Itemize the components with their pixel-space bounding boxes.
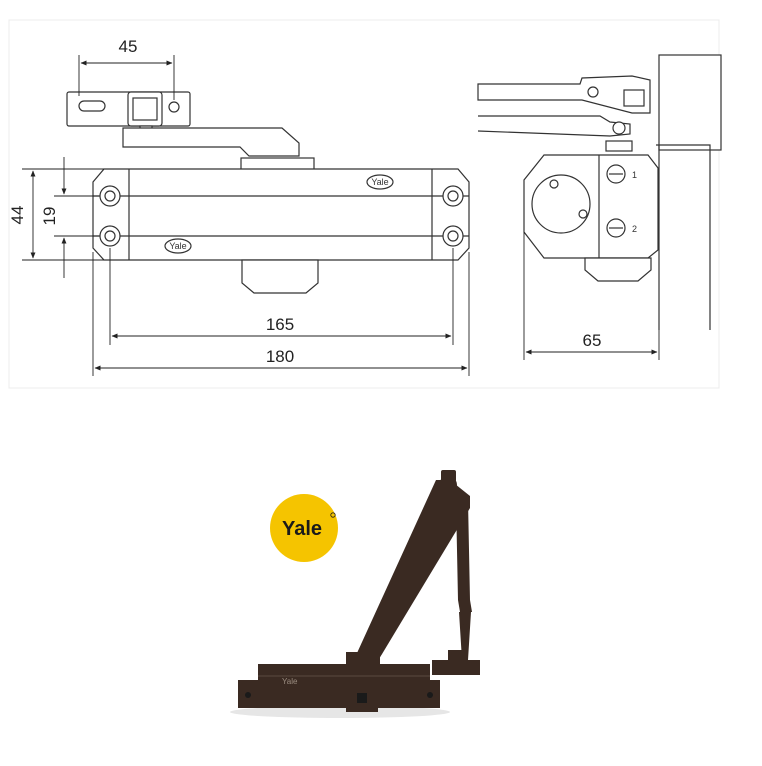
valve-label-2: 2 bbox=[632, 224, 637, 234]
door-leaf bbox=[656, 144, 711, 330]
piston-housing bbox=[531, 174, 591, 234]
yale-logo: Yale bbox=[270, 494, 338, 562]
dim-side-depth: 65 bbox=[583, 331, 602, 350]
door-frame bbox=[658, 54, 722, 151]
valve-label-1: 1 bbox=[632, 170, 637, 180]
front-view: Yale Yale bbox=[66, 91, 470, 294]
side-arm-upper bbox=[477, 75, 651, 114]
dim-hole-spacing-vertical: 19 bbox=[40, 207, 59, 226]
product-photo: Yale Yale bbox=[230, 470, 480, 718]
dim-arm-width: 45 bbox=[119, 37, 138, 56]
door-closer-photo bbox=[230, 470, 480, 718]
photo-body-logo: Yale bbox=[282, 677, 298, 686]
body-logo-bottom: Yale bbox=[169, 241, 186, 251]
arm-spindle bbox=[240, 157, 315, 171]
side-arm-lower bbox=[477, 115, 631, 137]
front-dimensions bbox=[22, 55, 470, 376]
arm-bracket bbox=[66, 91, 191, 137]
closer-body bbox=[92, 168, 470, 294]
dim-height-total: 44 bbox=[8, 206, 27, 225]
dim-body-length: 180 bbox=[266, 347, 294, 366]
side-view bbox=[477, 54, 722, 330]
dim-hole-spacing-horizontal: 165 bbox=[266, 315, 294, 334]
logo-text: Yale bbox=[282, 518, 322, 540]
main-arm bbox=[122, 127, 300, 157]
side-dimensions bbox=[523, 232, 660, 360]
body-logo-top: Yale bbox=[371, 177, 388, 187]
